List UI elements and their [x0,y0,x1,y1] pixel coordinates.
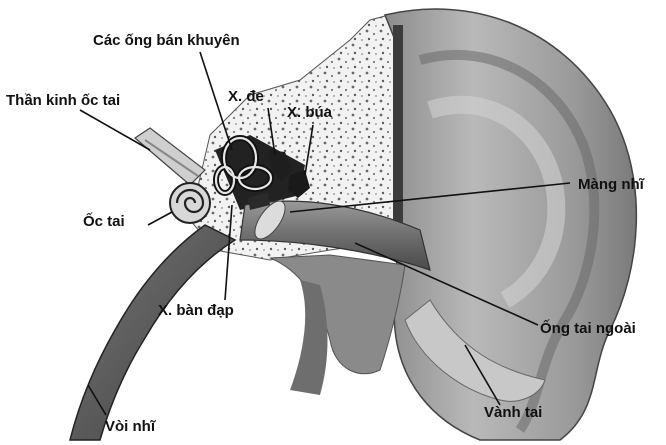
label-stapes: X. bàn đạp [158,302,234,320]
label-cochlea: Ốc tai [83,213,125,231]
label-eardrum: Màng nhĩ [578,176,644,194]
label-ear-canal: Ống tai ngoài [540,320,636,338]
label-pinna: Vành tai [484,404,542,422]
label-cochlear-nerve: Thần kinh ốc tai [6,92,120,110]
label-eustachian-tube: Vòi nhĩ [105,418,155,436]
label-malleus: X. búa [287,104,332,122]
cochlea [170,183,210,223]
label-semicircular-canals: Các ống bán khuyên [93,32,240,50]
label-incus: X. đe [228,88,264,106]
eustachian-tube [70,225,235,440]
